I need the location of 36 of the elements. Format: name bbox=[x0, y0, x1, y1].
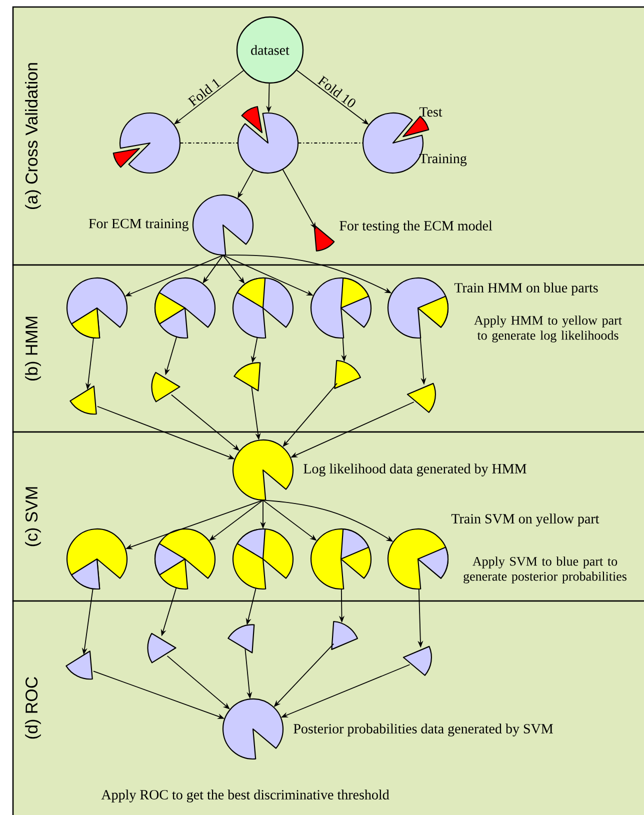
pie-wedge bbox=[66, 650, 93, 680]
dashed-line bbox=[180, 142, 238, 144]
node-label: Log likelihood data generated by HMM bbox=[304, 464, 526, 476]
pie-wedge bbox=[331, 620, 358, 650]
node-label: For ECM training bbox=[88, 218, 189, 232]
pie-chart bbox=[154, 277, 216, 339]
pie-wedge bbox=[334, 360, 362, 389]
node-label: Test bbox=[419, 107, 442, 117]
note: Apply SVM to blue part to generate posterior probabilities bbox=[464, 556, 626, 584]
pie-chart bbox=[232, 277, 294, 339]
pie-wedge bbox=[147, 632, 176, 664]
pie-chart bbox=[310, 277, 372, 339]
edge-label: Fold 10 bbox=[316, 74, 359, 110]
node-label: For testing the ECM model bbox=[340, 220, 492, 234]
pie-wedge bbox=[70, 386, 97, 415]
pie-wedge bbox=[151, 372, 180, 402]
pie-chart bbox=[310, 528, 372, 590]
pie-chart bbox=[66, 528, 128, 590]
note: Train SVM on yellow part bbox=[451, 514, 600, 526]
pie-wedge bbox=[406, 382, 436, 413]
pie-wedge bbox=[402, 646, 432, 676]
dashed-line bbox=[298, 142, 364, 144]
pie-wedge bbox=[228, 624, 255, 654]
pie-chart bbox=[112, 112, 181, 174]
pie-chart bbox=[237, 106, 299, 174]
pie-wedge bbox=[234, 362, 261, 392]
pie-chart bbox=[154, 528, 216, 590]
node-label: Training bbox=[419, 154, 467, 166]
pie-chart bbox=[232, 528, 294, 590]
pie-chart bbox=[387, 528, 449, 590]
node-label: Posterior probabilities data generated by SVM bbox=[294, 724, 553, 736]
pie-chart bbox=[66, 277, 128, 339]
note: Apply ROC to get the best discriminative threshold bbox=[101, 790, 390, 802]
edge-label: Fold 1 bbox=[186, 76, 223, 108]
pie-chart bbox=[387, 277, 449, 339]
note: Apply HMM to yellow part to generate log likelihoods bbox=[474, 316, 622, 342]
